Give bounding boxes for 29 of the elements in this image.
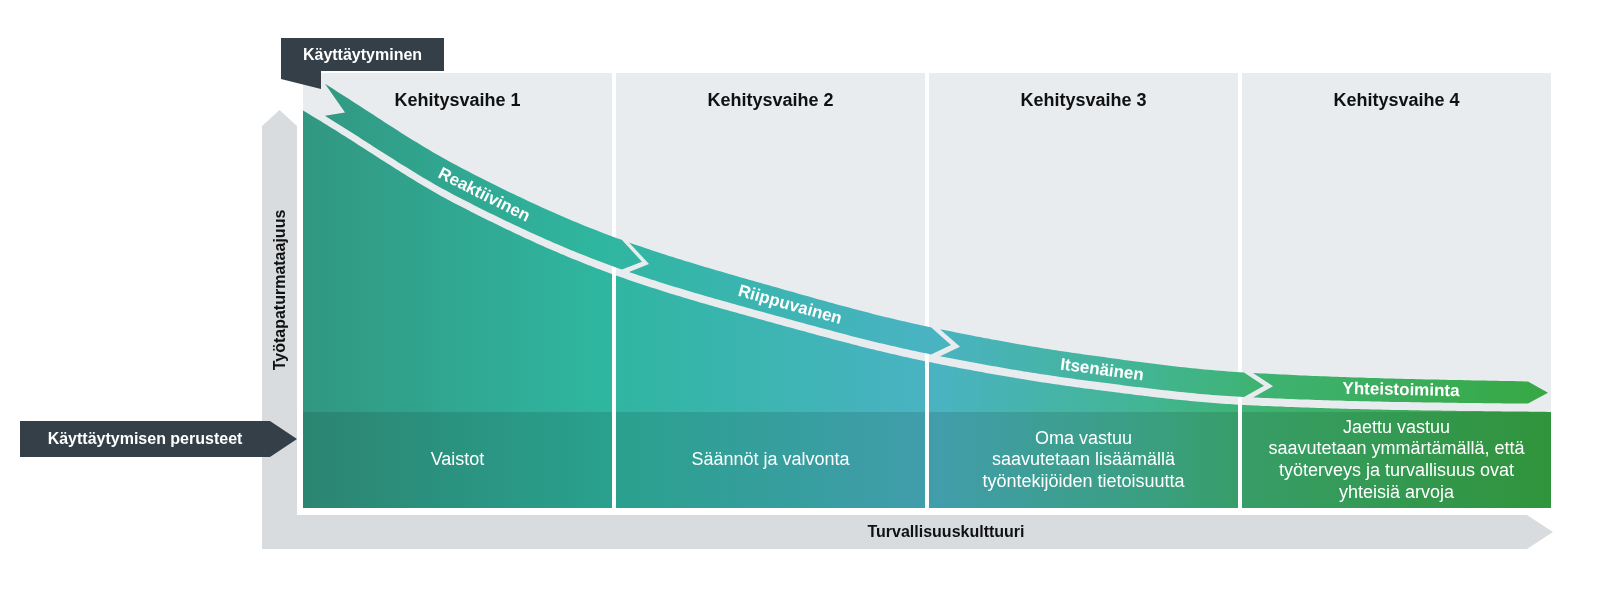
cell-text: saavutetaan ymmärtämällä, että työterveys ja turvallisuus ovat yhteisiä arvoja: [1267, 438, 1526, 504]
stage-cell: [616, 412, 925, 508]
stage-label: Yhteistoiminta: [1341, 379, 1460, 402]
column-header: Kehitysvaihe 3: [1020, 89, 1147, 111]
stage-column: [1242, 73, 1551, 508]
tag-label: Käyttäytymisen perusteet: [47, 430, 243, 448]
column-header: Kehitysvaihe 4: [1333, 89, 1460, 111]
stage-band: [940, 329, 1264, 397]
stage-cell: [1242, 412, 1551, 508]
stage-column: [929, 73, 1238, 508]
cell-heading: Jaettu vastuu: [1342, 416, 1451, 439]
stage-band: [325, 83, 642, 270]
cell-text: Säännöt ja valvonta: [691, 449, 850, 471]
axis-label: Työtapaturmataajuus: [271, 209, 289, 371]
cell-heading: Oma vastuu: [1034, 427, 1132, 450]
stage-label: Itsenäinen: [1059, 354, 1145, 386]
stage-column: [616, 73, 925, 508]
stage-cell: [303, 412, 612, 508]
stage-cell: [929, 412, 1238, 508]
cell-text: Vaistot: [430, 449, 485, 471]
axis-label: Turvallisuuskulttuuri: [867, 523, 1025, 541]
column-header: Kehitysvaihe 1: [394, 89, 521, 111]
cell-text: saavutetaan lisäämällä työntekijöiden tietoisuutta: [981, 449, 1186, 493]
stage-band: [1253, 372, 1548, 404]
pointer-tag: [20, 421, 297, 457]
tag-label: Käyttäytyminen: [302, 45, 423, 64]
column-header: Kehitysvaihe 2: [707, 89, 834, 111]
stage-band: [629, 242, 951, 355]
stage-column: [303, 73, 612, 508]
